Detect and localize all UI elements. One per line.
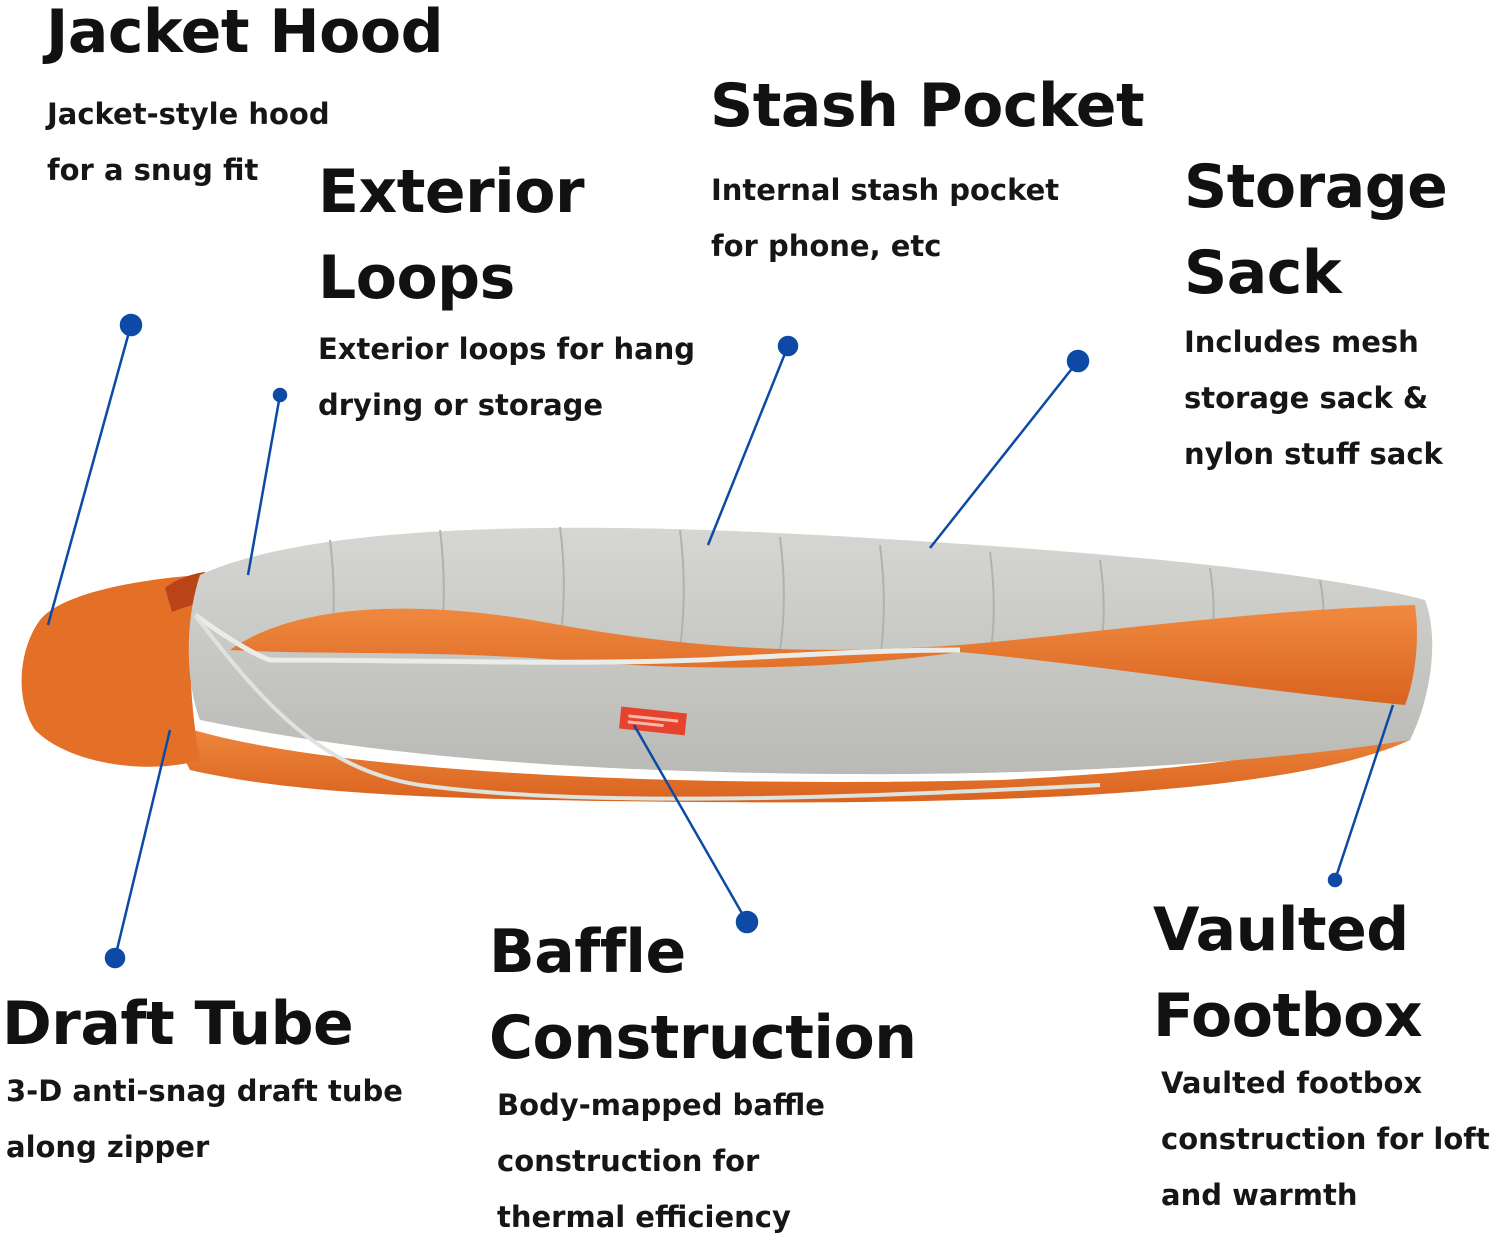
desc-vaulted-footbox-3: and warmth [1161, 1178, 1358, 1212]
title-storage-sack-2: Sack [1184, 238, 1342, 308]
title-stash-pocket: Stash Pocket [710, 71, 1145, 141]
bag-zipper-lower [193, 613, 1101, 801]
leader-jacket-hood [46, 324, 133, 626]
title-baffle-construction-1: Baffle [489, 917, 686, 987]
leader-vaulted-footbox [1333, 704, 1395, 881]
leader-draft-tube [113, 729, 172, 959]
title-jacket-hood: Jacket Hood [46, 0, 444, 67]
leader-stash-pocket [706, 345, 790, 546]
desc-exterior-loops-1: Exterior loops for hang [318, 332, 696, 366]
title-vaulted-footbox-2: Footbox [1153, 981, 1423, 1051]
desc-jacket-hood-2: for a snug fit [47, 153, 259, 187]
desc-vaulted-footbox-1: Vaulted footbox [1161, 1066, 1423, 1100]
desc-stash-pocket-1: Internal stash pocket [711, 173, 1060, 207]
title-vaulted-footbox-1: Vaulted [1153, 895, 1409, 965]
desc-stash-pocket-2: for phone, etc [711, 229, 942, 263]
leader-exterior-loops [246, 394, 282, 576]
dot-vaulted-footbox [1327, 872, 1343, 888]
desc-draft-tube-1: 3-D anti-snag draft tube [6, 1074, 403, 1108]
title-baffle-construction-2: Construction [489, 1003, 917, 1073]
dot-exterior-loops [272, 387, 288, 403]
title-exterior-loops-2: Loops [318, 243, 515, 313]
dot-draft-tube [104, 947, 126, 969]
dot-stash-pocket [777, 335, 799, 357]
desc-storage-sack-3: nylon stuff sack [1184, 437, 1443, 471]
leader-storage-sack [929, 360, 1079, 549]
desc-draft-tube-2: along zipper [6, 1130, 210, 1164]
desc-baffle-construction-2: construction for [497, 1144, 760, 1178]
bag-hood [21, 575, 200, 767]
desc-vaulted-footbox-2: construction for loft [1161, 1122, 1490, 1156]
desc-baffle-construction-1: Body-mapped baffle [497, 1088, 825, 1122]
title-storage-sack-1: Storage [1184, 152, 1448, 222]
desc-exterior-loops-2: drying or storage [318, 388, 604, 422]
leader-baffle-construction [632, 724, 749, 923]
dot-baffle-construction [735, 910, 759, 934]
bag-zipper [193, 612, 961, 665]
desc-baffle-construction-3: thermal efficiency [497, 1200, 791, 1234]
dot-jacket-hood [119, 313, 143, 337]
desc-storage-sack-1: Includes mesh [1184, 325, 1419, 359]
dot-storage-sack [1066, 349, 1090, 373]
title-draft-tube: Draft Tube [2, 989, 354, 1059]
desc-jacket-hood-1: Jacket-style hood [47, 97, 330, 131]
bag-bottom-shell [165, 720, 1410, 803]
desc-storage-sack-2: storage sack & [1184, 381, 1429, 415]
title-exterior-loops-1: Exterior [318, 157, 585, 227]
leader-lines [46, 313, 1395, 969]
